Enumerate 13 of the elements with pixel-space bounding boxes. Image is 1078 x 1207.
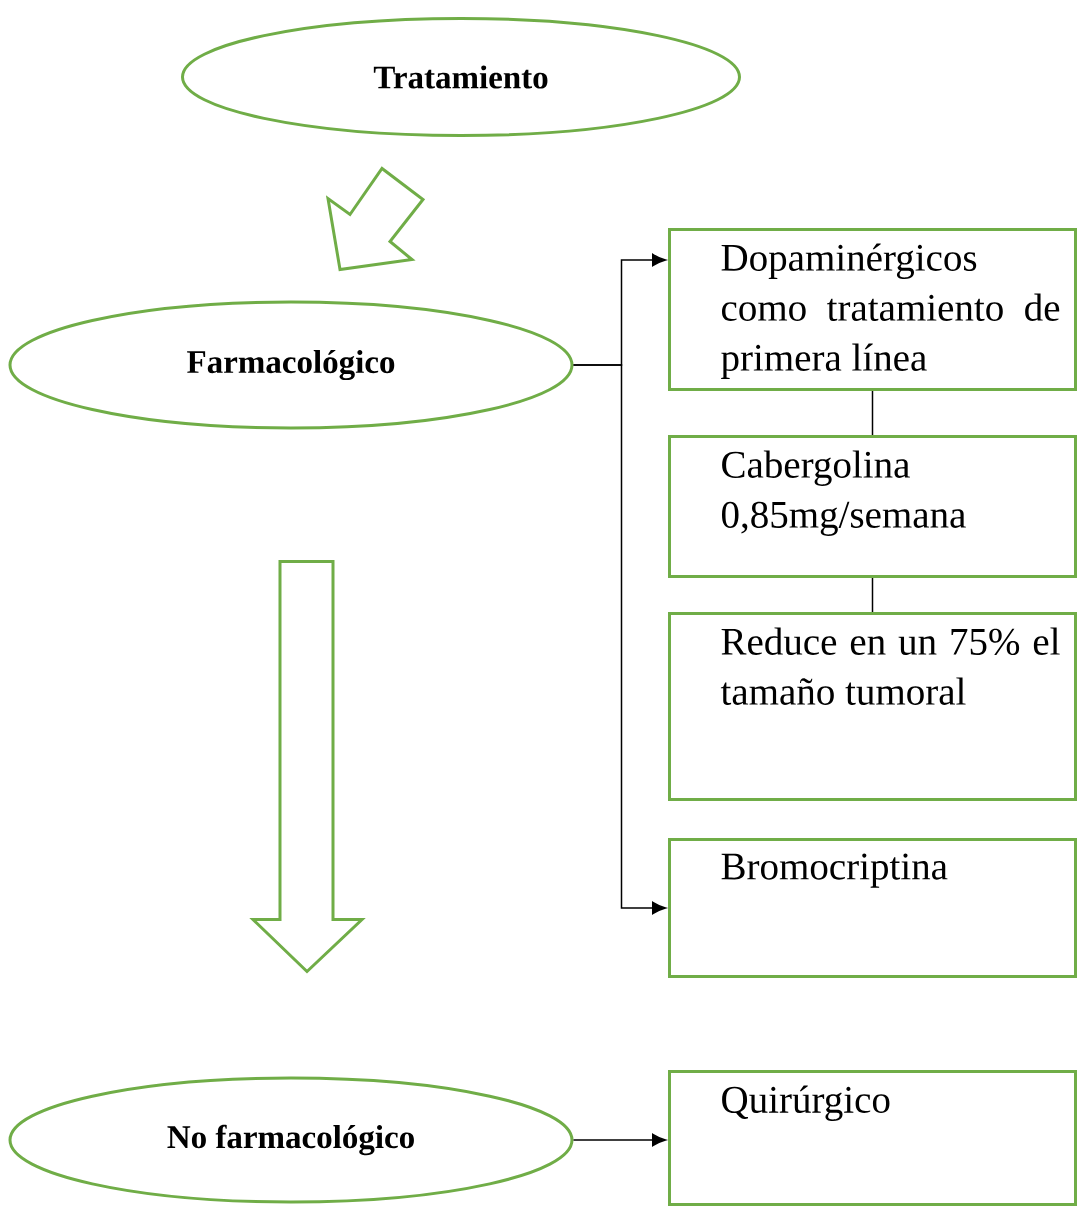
block-arrow: [249, 560, 366, 974]
text-box: Cabergolina 0,85mg/semana: [668, 435, 1077, 578]
text-box: Reduce en un 75% el tamaño tumoral: [668, 612, 1077, 801]
text-box: Bromocriptina: [668, 838, 1077, 978]
arrow: [572, 364, 667, 915]
connector-line: [871, 577, 874, 613]
ellipse-node: No farmacológico: [8, 1076, 574, 1204]
connector-line: [871, 390, 874, 436]
text-box: Quirúrgico: [668, 1070, 1077, 1206]
ellipse-node: Tratamiento: [181, 17, 741, 137]
arrow: [572, 1133, 667, 1147]
text-box: Dopaminérgicos como tratamiento de primera línea: [668, 228, 1077, 391]
ellipse-node: Farmacológico: [8, 300, 574, 430]
